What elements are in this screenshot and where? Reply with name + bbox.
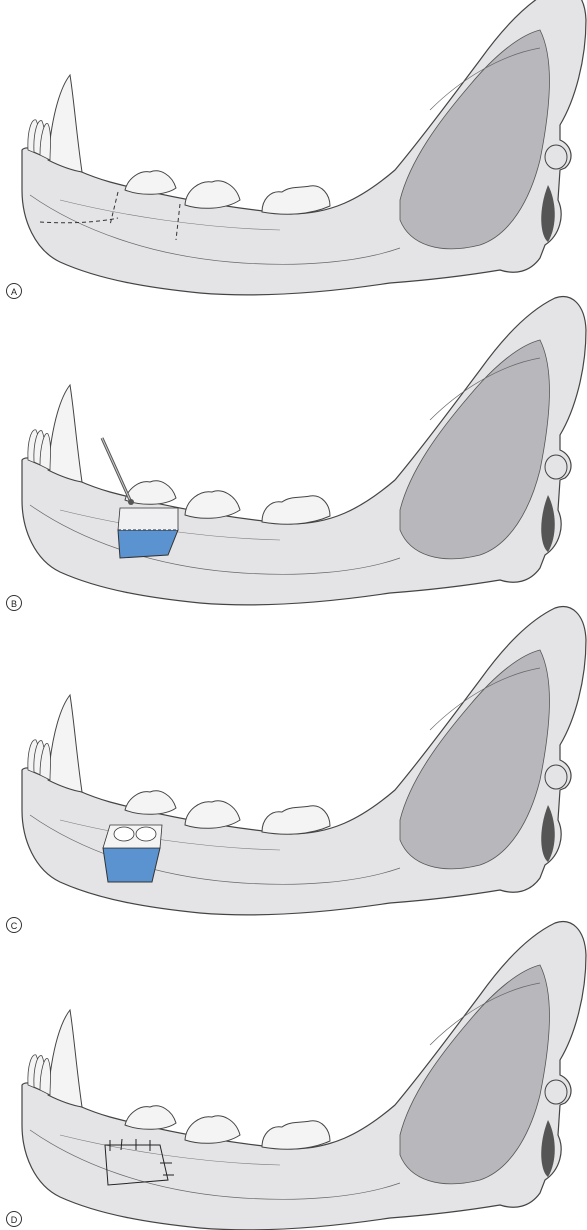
mandible-illustration-b [0,310,587,610]
panel-b: B [0,310,587,610]
panel-c: C [0,620,587,920]
mandible-illustration-d [0,935,587,1230]
panel-label-c: C [6,917,22,933]
root-socket-distal [136,827,156,841]
panel-label-a: A [6,283,22,299]
bone-window [118,530,178,558]
mandible-illustration-a [0,0,587,300]
root-socket-mesial [114,827,134,841]
mandible-illustration-c [0,620,587,920]
window-upper-wall [118,508,178,530]
panel-a: A [0,0,587,300]
panel-label-d: D [6,1211,22,1227]
opened-bone-window [103,848,160,882]
osteotome-tip [128,499,134,505]
panel-d: D [0,935,587,1230]
panel-label-b: B [6,595,22,611]
